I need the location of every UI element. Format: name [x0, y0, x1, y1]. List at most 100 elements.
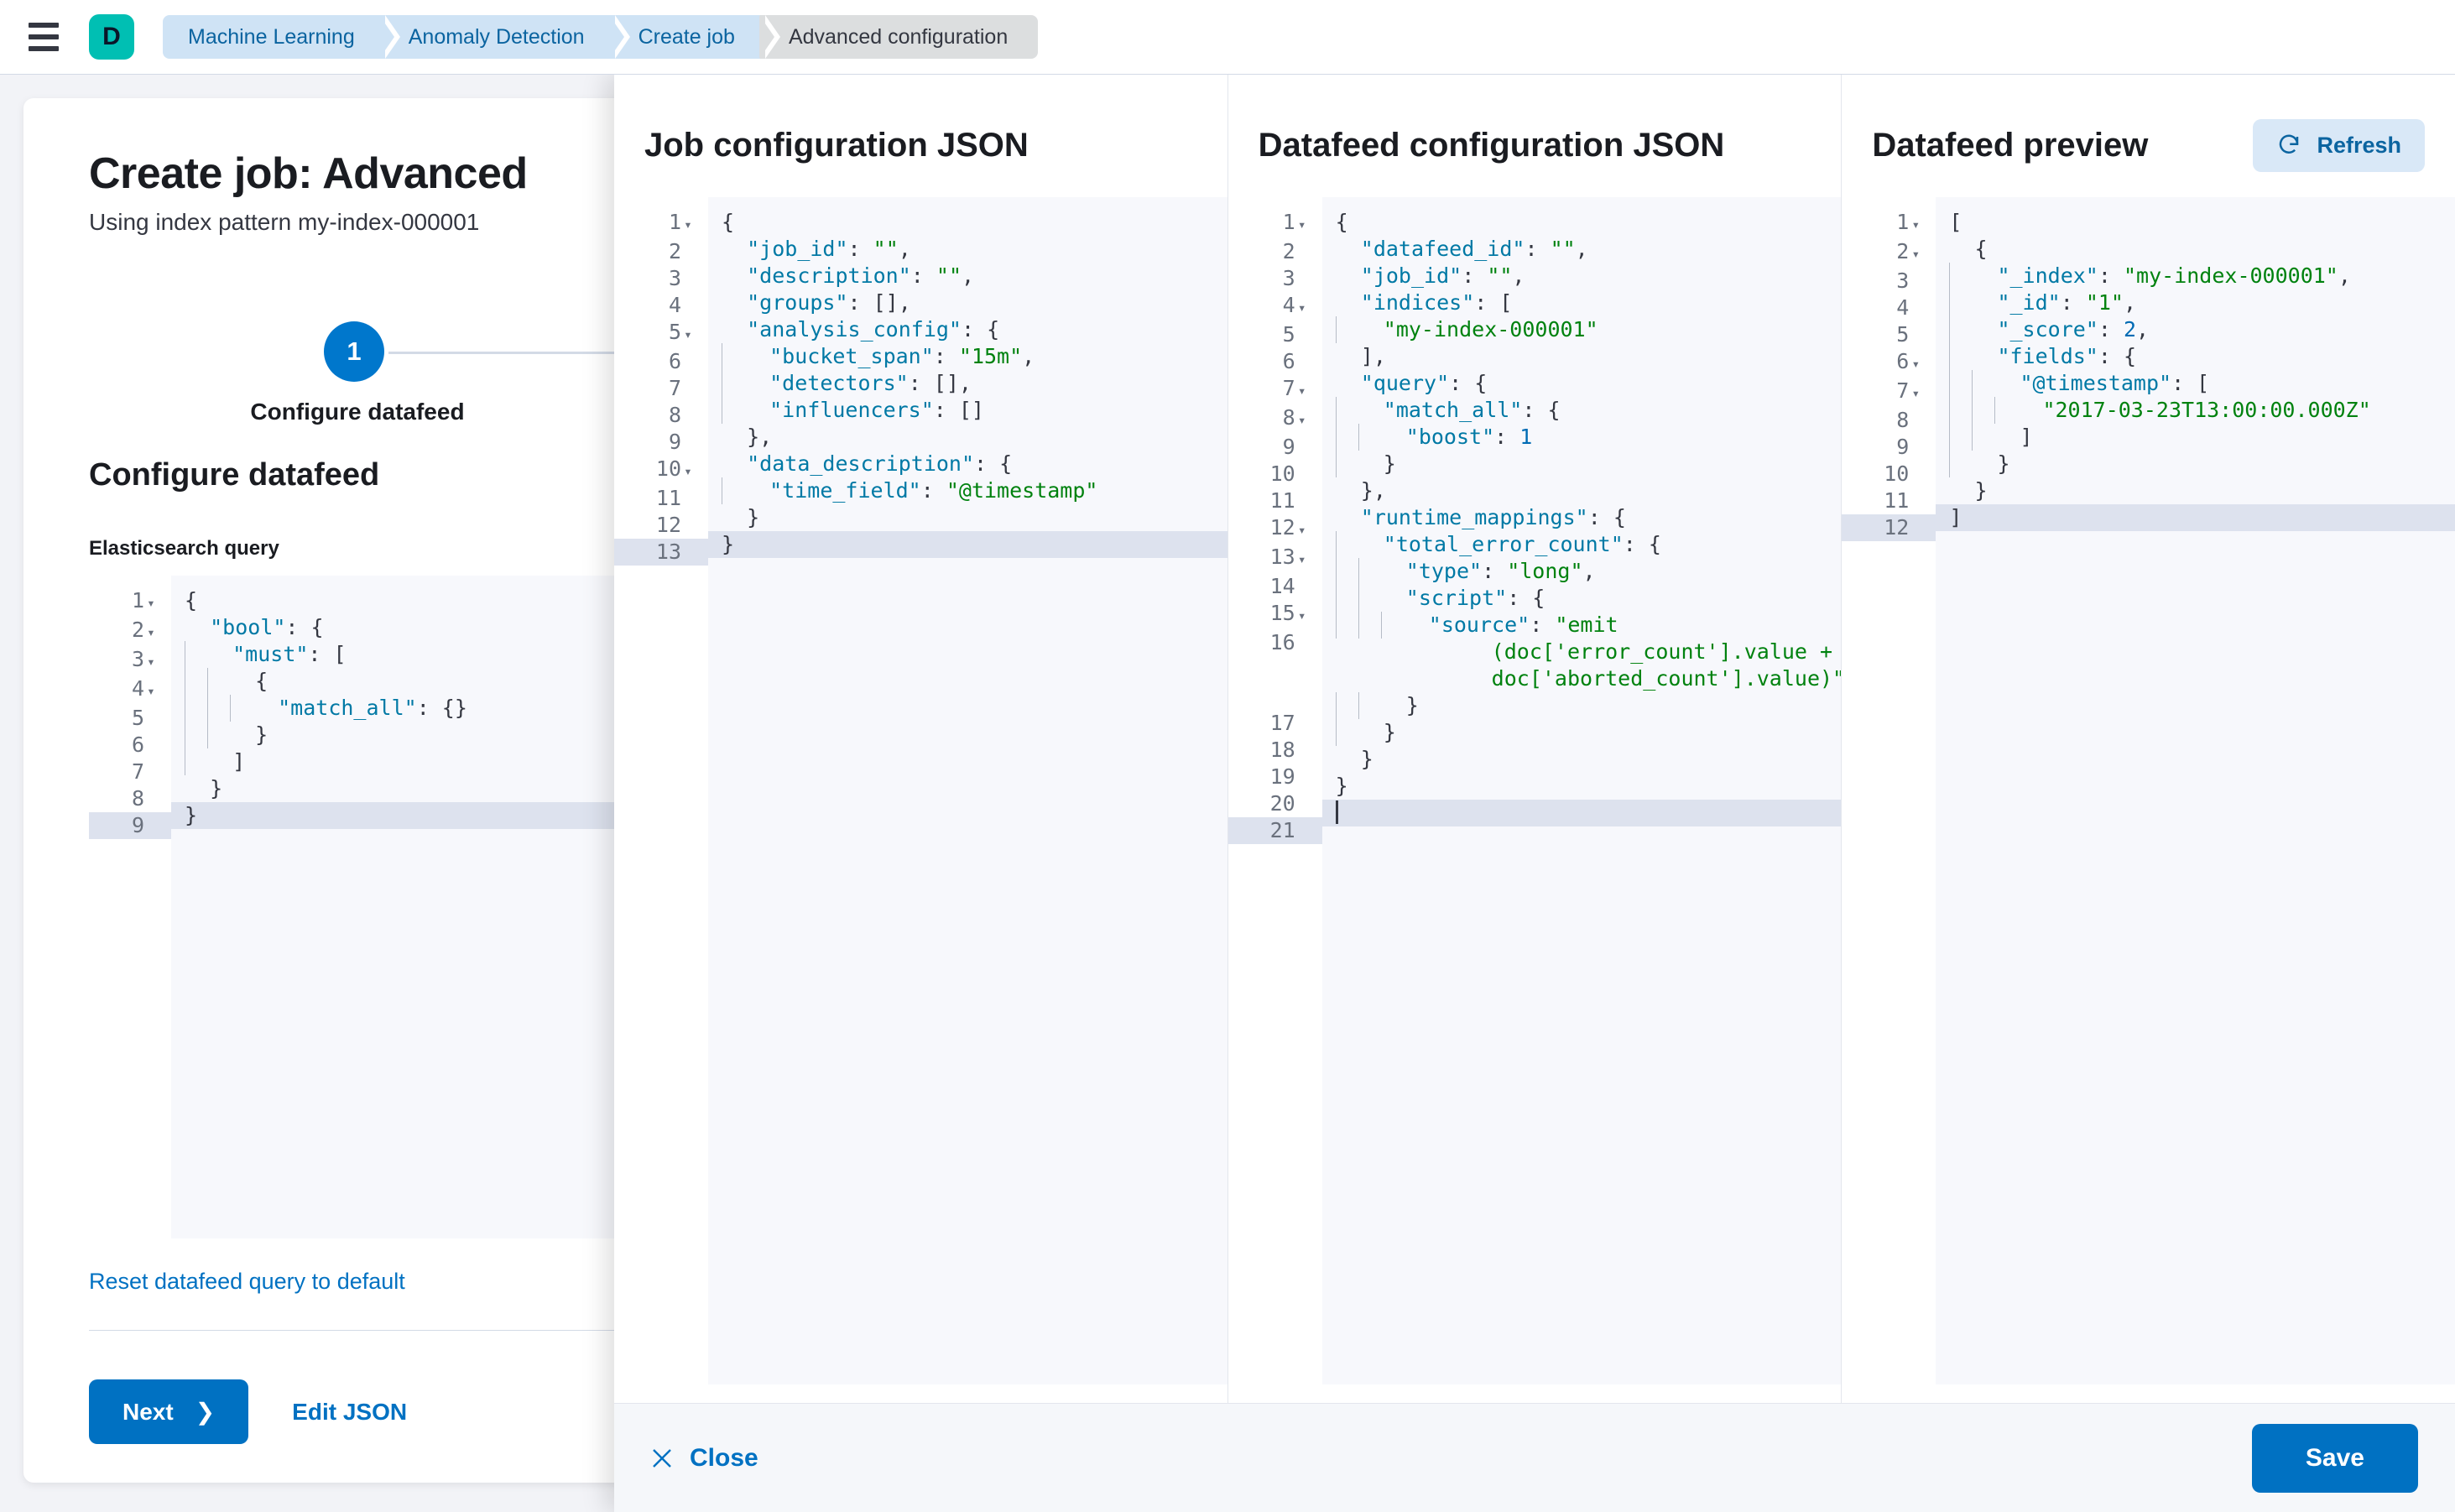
code-token: : { — [961, 317, 1000, 342]
code-token: , — [1575, 237, 1588, 261]
code-token: "match_all" — [278, 696, 417, 720]
code-token: : — [1530, 613, 1556, 637]
next-button-label: Next — [122, 1398, 174, 1425]
editor-line: "_index": "my-index-000001", — [1949, 263, 2455, 289]
indent-guide — [722, 343, 744, 370]
app-logo-badge[interactable]: D — [89, 14, 134, 60]
code-token — [1949, 237, 1974, 261]
editor-line: } — [1336, 773, 1842, 800]
indent-guide — [1949, 289, 1972, 316]
editor-line-number: 8▾ — [1282, 405, 1306, 430]
code-token — [1336, 371, 1361, 395]
editor-line-number: 18 — [1269, 738, 1295, 762]
editor-line-number: 2 — [1282, 239, 1295, 263]
code-token: : { — [974, 451, 1013, 476]
code-token — [1358, 720, 1384, 744]
code-token: : — [2060, 290, 2086, 315]
column-title: Datafeed preview — [1872, 126, 2149, 164]
refresh-icon — [2276, 133, 2301, 158]
editor-line: "bool": { — [185, 614, 1091, 641]
indent-guide — [1335, 451, 1358, 477]
editor-line-number: 19 — [1269, 764, 1295, 789]
editor-line-number: 4 — [1896, 295, 1910, 320]
editor-line: "type": "long", — [1335, 558, 1842, 585]
indent-guide — [230, 695, 253, 722]
code-token — [1972, 290, 1997, 315]
editor-line-number: 2 — [668, 239, 681, 263]
refresh-button[interactable]: Refresh — [2253, 118, 2426, 172]
code-token — [722, 425, 747, 449]
indent-guide — [1994, 397, 2017, 424]
editor-line: "analysis_config": { — [722, 316, 1228, 343]
editor-line: } — [1335, 719, 1842, 746]
close-button[interactable]: Close — [651, 1444, 758, 1473]
indent-guide — [207, 695, 230, 722]
editor-line: ] — [1949, 424, 2455, 451]
editor-line: "@timestamp": [ — [1949, 370, 2455, 397]
code-token — [1404, 613, 1429, 637]
code-token — [1336, 478, 1361, 503]
save-button[interactable]: Save — [2251, 1423, 2418, 1493]
code-token — [2017, 398, 2042, 422]
code-token — [207, 749, 232, 774]
code-token: "runtime_mappings" — [1360, 505, 1588, 529]
code-token: ] — [1949, 505, 1962, 529]
editor-line: ] — [185, 748, 1091, 775]
code-token: : [], — [847, 290, 911, 315]
code-token: }, — [747, 425, 773, 449]
code-token: "_score" — [1997, 317, 2098, 342]
code-token: "influencers" — [769, 398, 934, 422]
code-token — [722, 237, 747, 261]
editor-line: "query": { — [1336, 370, 1842, 397]
code-token: : — [847, 237, 873, 261]
code-token: "job_id" — [1360, 263, 1462, 288]
indent-guide — [185, 668, 207, 695]
code-token: : — [1494, 425, 1520, 449]
editor-line: } — [1949, 477, 2455, 504]
code-token — [207, 642, 232, 666]
editor-line-number: 15▾ — [1269, 601, 1306, 625]
breadcrumb-item-3[interactable]: Advanced configuration — [759, 15, 1039, 59]
code-token — [185, 615, 210, 639]
indent-guide — [1335, 558, 1358, 585]
breadcrumb-item-2[interactable]: Create job — [609, 15, 781, 59]
code-token: "" — [1487, 263, 1513, 288]
code-token — [1336, 344, 1361, 368]
editor-code-area[interactable]: [ { "_index": "my-index-000001", "_id": … — [1936, 197, 2455, 1384]
code-token: 1 — [1519, 425, 1533, 449]
divider — [89, 1330, 1091, 1331]
breadcrumb-item-0[interactable]: Machine Learning — [163, 15, 400, 59]
editor-line: } — [1335, 451, 1842, 477]
code-token: "script" — [1405, 586, 1508, 610]
editor-code-area[interactable]: { "datafeed_id": "", "job_id": "", "indi… — [1321, 197, 1842, 1384]
editor-line: { — [185, 668, 1091, 695]
code-token: { — [722, 210, 735, 234]
editor-line-number: 7▾ — [1282, 376, 1306, 400]
edit-json-button[interactable]: Edit JSON — [292, 1398, 408, 1425]
editor-line: } — [708, 531, 1228, 558]
editor-code-area[interactable]: { "job_id": "", "description": "", "grou… — [708, 197, 1228, 1384]
editor-line: } — [1336, 746, 1842, 773]
editor-line-number: 2▾ — [131, 618, 155, 642]
editor-line-number: 6 — [1282, 349, 1295, 373]
breadcrumb-item-1[interactable]: Anomaly Detection — [379, 15, 630, 59]
query-field-label: Elasticsearch query — [89, 537, 279, 560]
indent-guide — [1335, 692, 1358, 719]
stepper-step-label: Configure datafeed — [250, 399, 465, 425]
editor-line-number: 9 — [89, 812, 171, 839]
stepper-step-1[interactable]: 1 — [324, 321, 384, 382]
next-button[interactable]: Next ❯ — [89, 1379, 249, 1444]
reset-datafeed-query-link[interactable]: Reset datafeed query to default — [89, 1269, 405, 1294]
editor-line: "_score": 2, — [1949, 316, 2455, 343]
editor-line-number: 8 — [668, 403, 681, 427]
hamburger-menu-icon[interactable] — [29, 18, 65, 55]
code-token — [1336, 263, 1361, 288]
